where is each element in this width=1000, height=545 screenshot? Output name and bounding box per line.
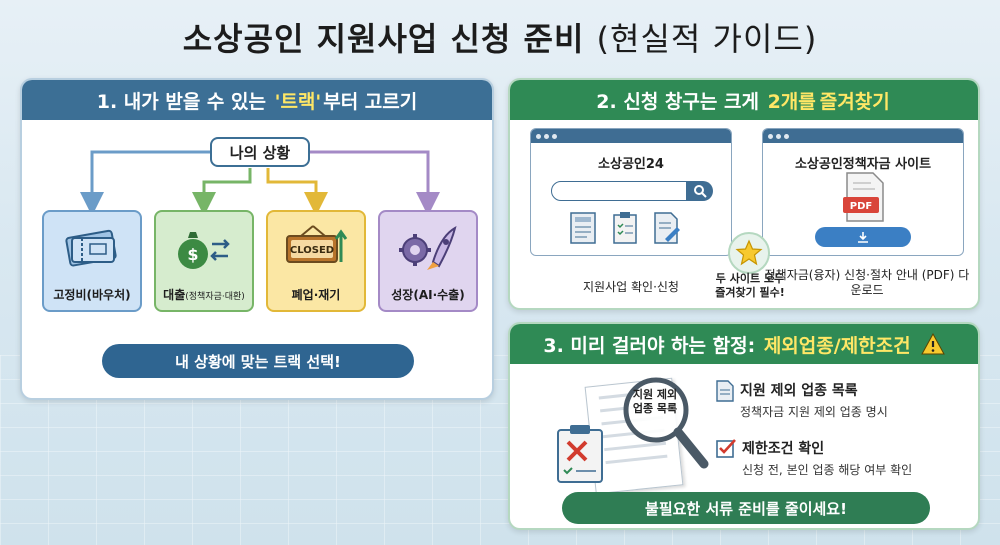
track-section-header: 1. 내가 받을 수 있는 '트랙' 부터 고르기 (22, 80, 492, 120)
window-dot (552, 133, 557, 139)
clipboard-icon (613, 212, 637, 244)
site1-caption: 지원사업 확인·신청 (583, 280, 679, 294)
window-dot (776, 133, 781, 139)
magnifier-label: 지원 제외 업종 목록 (632, 388, 678, 415)
restriction-item: 제한조건 확인 신청 전, 본인 업종 해당 여부 확인 (716, 438, 912, 478)
search-input[interactable] (551, 181, 687, 201)
item-title: 지원 제외 업종 목록 (740, 383, 858, 399)
section3-heading-prefix: 3. 미리 걸러야 하는 함정: (543, 334, 756, 357)
svg-text:$: $ (187, 245, 198, 264)
track-fixed-cost[interactable]: 고정비(바우처) (42, 210, 142, 312)
edit-document-icon (654, 212, 680, 244)
track-label: 폐업·재기 (291, 288, 341, 302)
pdf-label: PDF (850, 201, 872, 212)
site2-caption: 정책자금(융자) 신청·절차 안내 (PDF) 다운로드 (764, 268, 970, 297)
policy-fund-site-window[interactable]: 소상공인정책자금 사이트 PDF (762, 128, 964, 256)
ticket-icon (42, 212, 142, 284)
track-loan-label: 대출 (163, 288, 186, 302)
magnifier-icon (623, 377, 709, 469)
track-label: 대출(정책자금·대환) (163, 286, 245, 303)
star-icon (728, 232, 770, 274)
document-icon (716, 380, 734, 402)
track-select-banner: 내 상황에 맞는 트랙 선택! (102, 344, 414, 378)
money-bag-icon: $ (154, 212, 254, 284)
site-sosanggongin24-window[interactable]: 소상공인24 (530, 128, 732, 256)
item-desc: 정책자금 지원 제외 업종 명시 (740, 405, 888, 419)
exclusion-item: 지원 제외 업종 목록 정책자금 지원 제외 업종 명시 (716, 380, 888, 420)
reduce-paperwork-banner: 불필요한 서류 준비를 줄이세요! (562, 492, 930, 524)
clipboard-reject-icon (557, 425, 603, 483)
search-icon[interactable] (687, 181, 713, 201)
track-loan[interactable]: $ 대출(정책자금·대환) (154, 210, 254, 312)
channel-section: 2. 신청 창구는 크게 2개를 즐겨찾기 소상공인24 지원사업 확인·신청 … (508, 78, 980, 310)
browser-titlebar (531, 129, 731, 143)
window-dot (544, 133, 549, 139)
exclusion-section-header: 3. 미리 걸러야 하는 함정: 제외업종/제한조건 (510, 324, 978, 364)
form-icon (570, 212, 596, 244)
checkbox-icon (716, 439, 736, 458)
page-title: 소상공인 지원사업 신청 준비 (현실적 가이드) (0, 14, 1000, 60)
download-button[interactable] (815, 227, 911, 247)
section3-heading-highlight: 제외업종/제한조건 (763, 334, 911, 357)
track-section: 1. 내가 받을 수 있는 '트랙' 부터 고르기 나의 상황 고정비(바우처) (20, 78, 494, 400)
site-title: 소상공인24 (598, 157, 664, 172)
section2-heading-highlight1: 2개를 (767, 90, 816, 113)
item-desc: 신청 전, 본인 업종 해당 여부 확인 (742, 463, 913, 477)
document-icons (569, 211, 681, 245)
item-title: 제한조건 확인 (742, 441, 825, 457)
bookmark-note: 두 사이트 모두 즐겨찾기 필수! (715, 272, 785, 299)
download-icon (858, 232, 868, 243)
section2-heading-prefix: 2. 신청 창구는 크게 (596, 90, 759, 113)
track-label: 성장(AI·수출) (391, 288, 465, 302)
track-loan-sublabel: (정책자금·대환) (185, 292, 245, 302)
section2-heading-highlight2: 즐겨찾기 (819, 90, 890, 113)
warning-icon (920, 333, 945, 355)
window-dot (536, 133, 541, 139)
site-title: 소상공인정책자금 사이트 (794, 157, 932, 172)
title-sub: (현실적 가이드) (596, 20, 818, 58)
track-growth[interactable]: 성장(AI·수출) (378, 210, 478, 312)
closed-sign-icon: CLOSED (266, 212, 366, 284)
track-closure[interactable]: CLOSED 폐업·재기 (266, 210, 366, 312)
section1-heading-prefix: 1. 내가 받을 수 있는 (96, 90, 266, 113)
section1-heading-highlight: '트랙' (274, 90, 322, 113)
browser-titlebar (763, 129, 963, 143)
channel-section-header: 2. 신청 창구는 크게 2개를 즐겨찾기 (510, 80, 978, 120)
track-label: 고정비(바우처) (53, 288, 131, 302)
rocket-gear-icon (378, 212, 478, 284)
exclusion-section: 3. 미리 걸러야 하는 함정: 제외업종/제한조건 지원 제외 업종 목록 지… (508, 322, 980, 530)
title-main: 소상공인 지원사업 신청 준비 (182, 20, 585, 58)
situation-box: 나의 상황 (210, 137, 310, 167)
window-dot (784, 133, 789, 139)
section1-heading-suffix: 부터 고르기 (323, 90, 418, 113)
closed-sign-text: CLOSED (290, 245, 334, 256)
pdf-file-icon: PDF (843, 172, 884, 222)
branch-arrows (80, 150, 440, 216)
window-dot (768, 133, 773, 139)
